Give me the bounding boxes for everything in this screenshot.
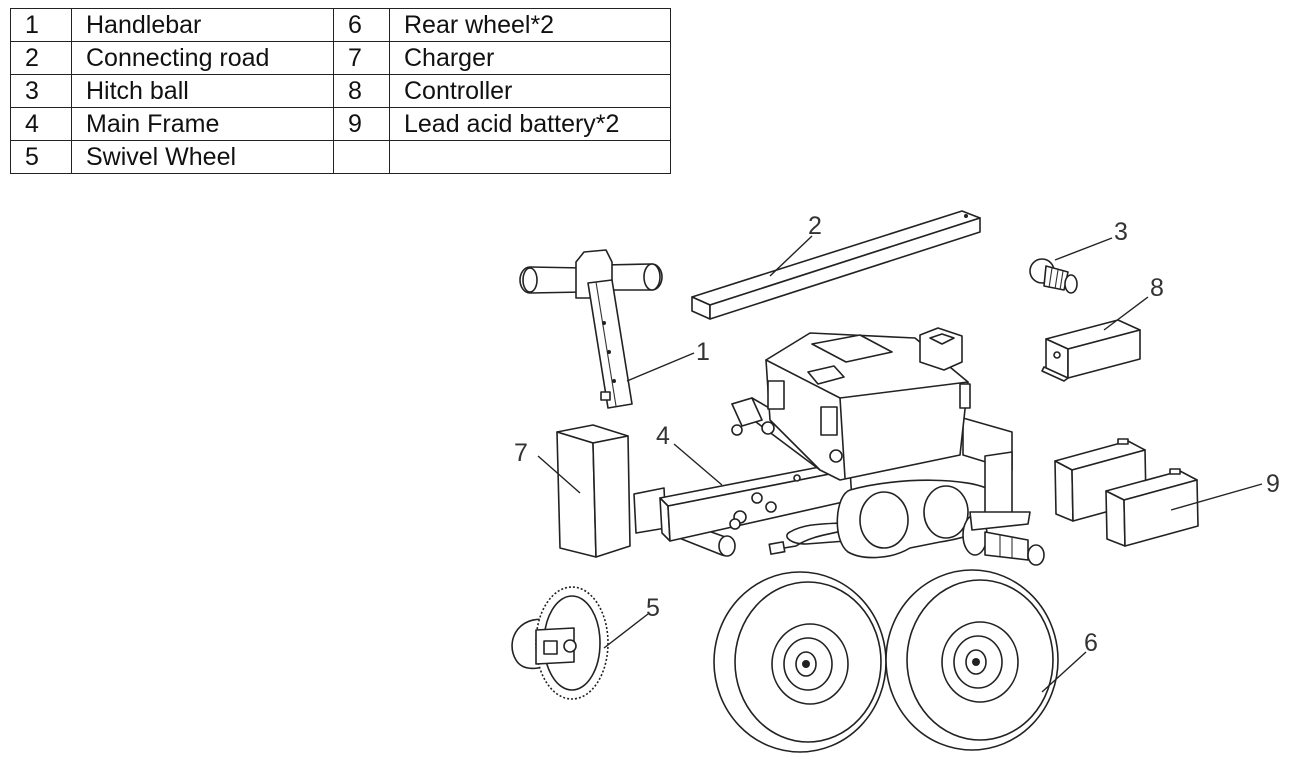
legend-row: 1 Handlebar 6 Rear wheel*2 (10, 8, 671, 42)
lead-acid-battery-illustration (1105, 468, 1199, 547)
callout-number: 1 (696, 338, 710, 366)
legend-part-name: Main Frame (71, 107, 334, 141)
callout-leader-line (769, 235, 813, 277)
legend-number: 8 (333, 74, 390, 108)
hitch-ball-illustration (1029, 258, 1078, 294)
rear-wheel-illustration (885, 569, 1059, 751)
connecting-rod-illustration (691, 210, 981, 320)
legend-number: 3 (10, 74, 72, 108)
charger-illustration (556, 424, 631, 558)
legend-part-name: Handlebar (71, 8, 334, 42)
callout-leader-line (673, 443, 723, 486)
battery-box-illustration (765, 327, 971, 481)
callout-number: 7 (514, 439, 528, 467)
legend-part-name (389, 140, 671, 174)
callout-number: 6 (1084, 629, 1098, 657)
callout-number: 3 (1114, 218, 1128, 246)
callout-leader-line (1041, 651, 1087, 693)
legend-part-name: Rear wheel*2 (389, 8, 671, 42)
parts-legend-table: 1 Handlebar 6 Rear wheel*2 2 Connecting … (10, 8, 671, 174)
legend-row: 5 Swivel Wheel (10, 140, 671, 174)
callout-number: 2 (808, 212, 822, 240)
handlebar-illustration (519, 249, 663, 409)
legend-number: 5 (10, 140, 72, 174)
legend-part-name: Controller (389, 74, 671, 108)
rear-upright-post-illustration (962, 417, 1031, 531)
callout-number: 8 (1150, 274, 1164, 302)
legend-part-name: Swivel Wheel (71, 140, 334, 174)
callout-leader-line (1054, 237, 1113, 261)
controller-illustration (1041, 319, 1141, 382)
motor-gearbox-illustration (836, 479, 1045, 566)
legend-number: 1 (10, 8, 72, 42)
legend-row: 4 Main Frame 9 Lead acid battery*2 (10, 107, 671, 141)
callout-number: 5 (646, 594, 660, 622)
swivel-wheel-illustration (511, 586, 609, 700)
rear-wheel-illustration (713, 571, 887, 753)
legend-number (333, 140, 390, 174)
legend-number: 9 (333, 107, 390, 141)
legend-number: 4 (10, 107, 72, 141)
legend-number: 2 (10, 41, 72, 75)
callout-leader-line (626, 352, 695, 382)
callout-leader-line (537, 455, 581, 494)
callout-number: 9 (1266, 470, 1280, 498)
callout-leader-line (603, 613, 649, 649)
callout-leader-line (1170, 483, 1263, 511)
callout-leader-line (1103, 296, 1149, 331)
legend-part-name: Lead acid battery*2 (389, 107, 671, 141)
callout-number: 4 (656, 422, 670, 450)
